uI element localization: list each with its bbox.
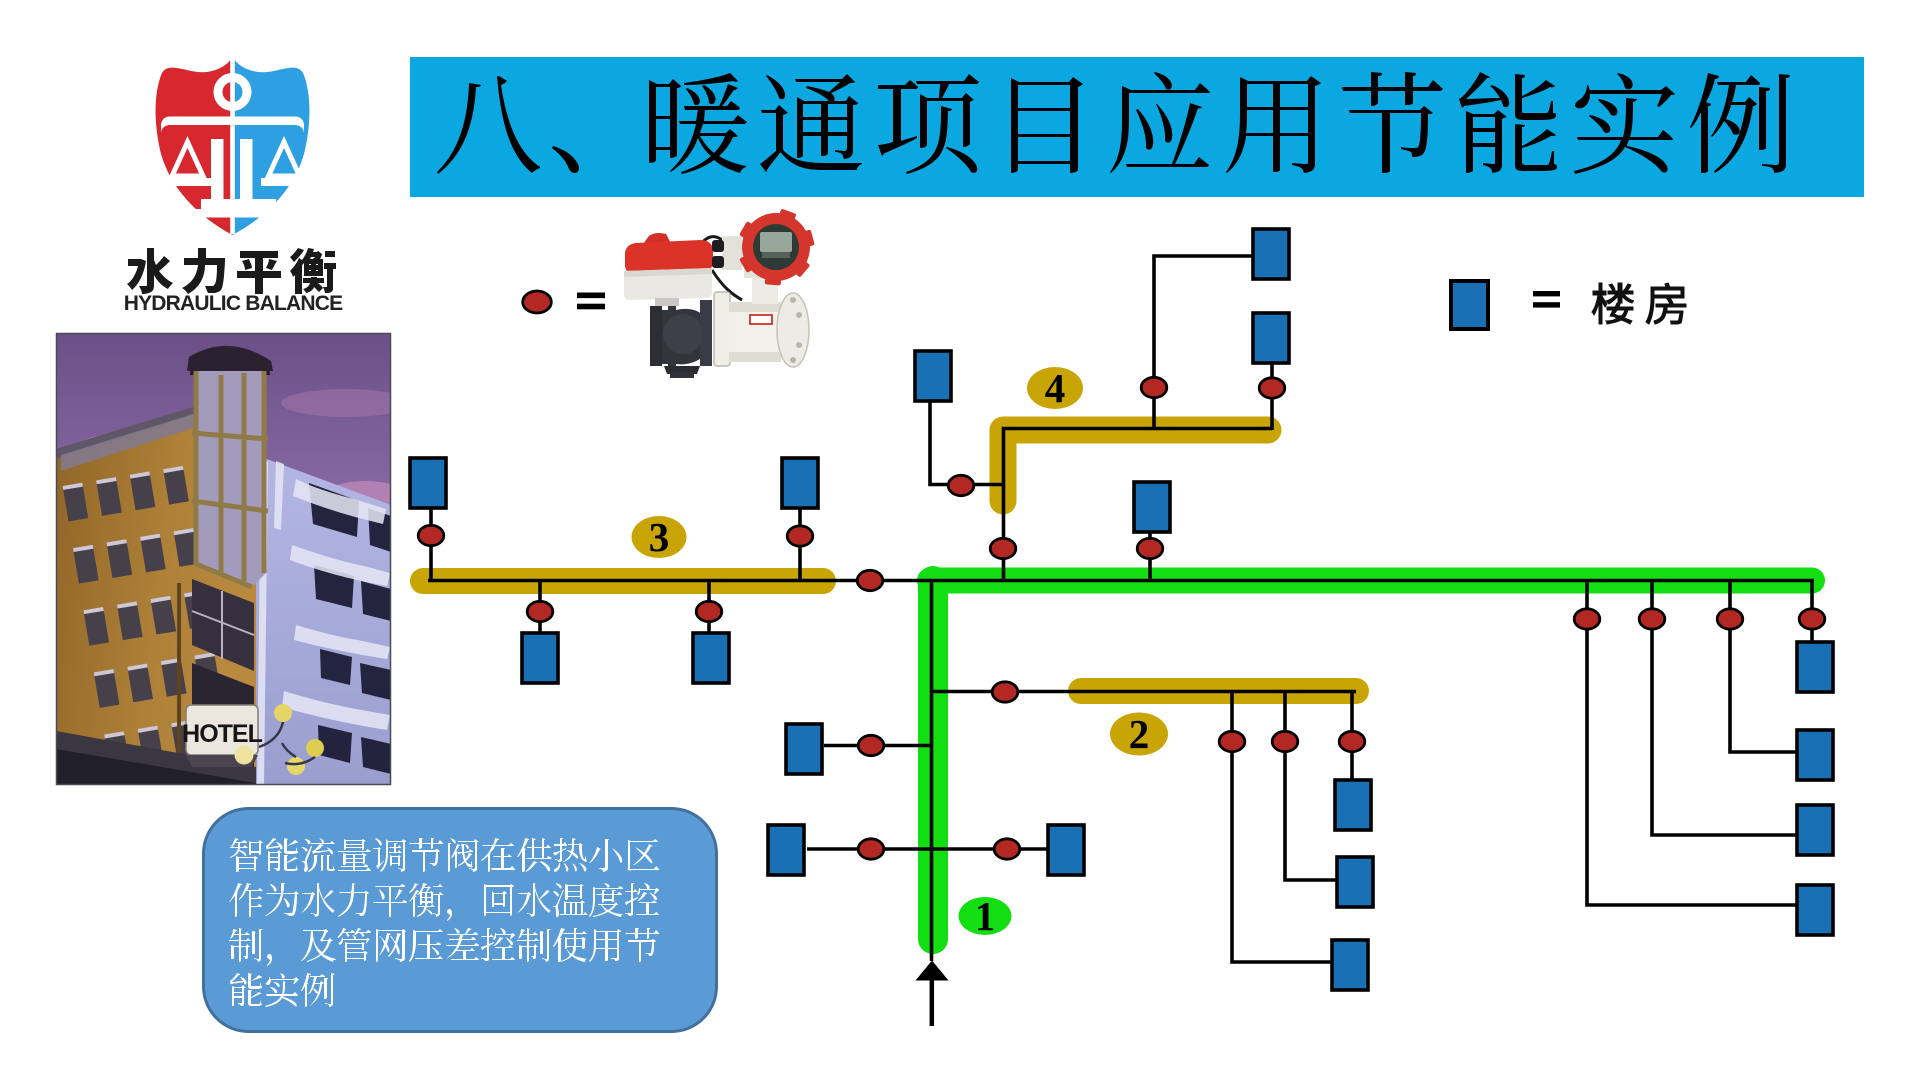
svg-text:3: 3 xyxy=(649,514,670,560)
svg-text:4: 4 xyxy=(1045,365,1066,411)
svg-text:1: 1 xyxy=(975,893,996,939)
svg-text:2: 2 xyxy=(1129,711,1150,757)
svg-text:HOTEL: HOTEL xyxy=(182,720,262,748)
svg-text:HYDRAULIC BALANCE: HYDRAULIC BALANCE xyxy=(124,292,343,315)
